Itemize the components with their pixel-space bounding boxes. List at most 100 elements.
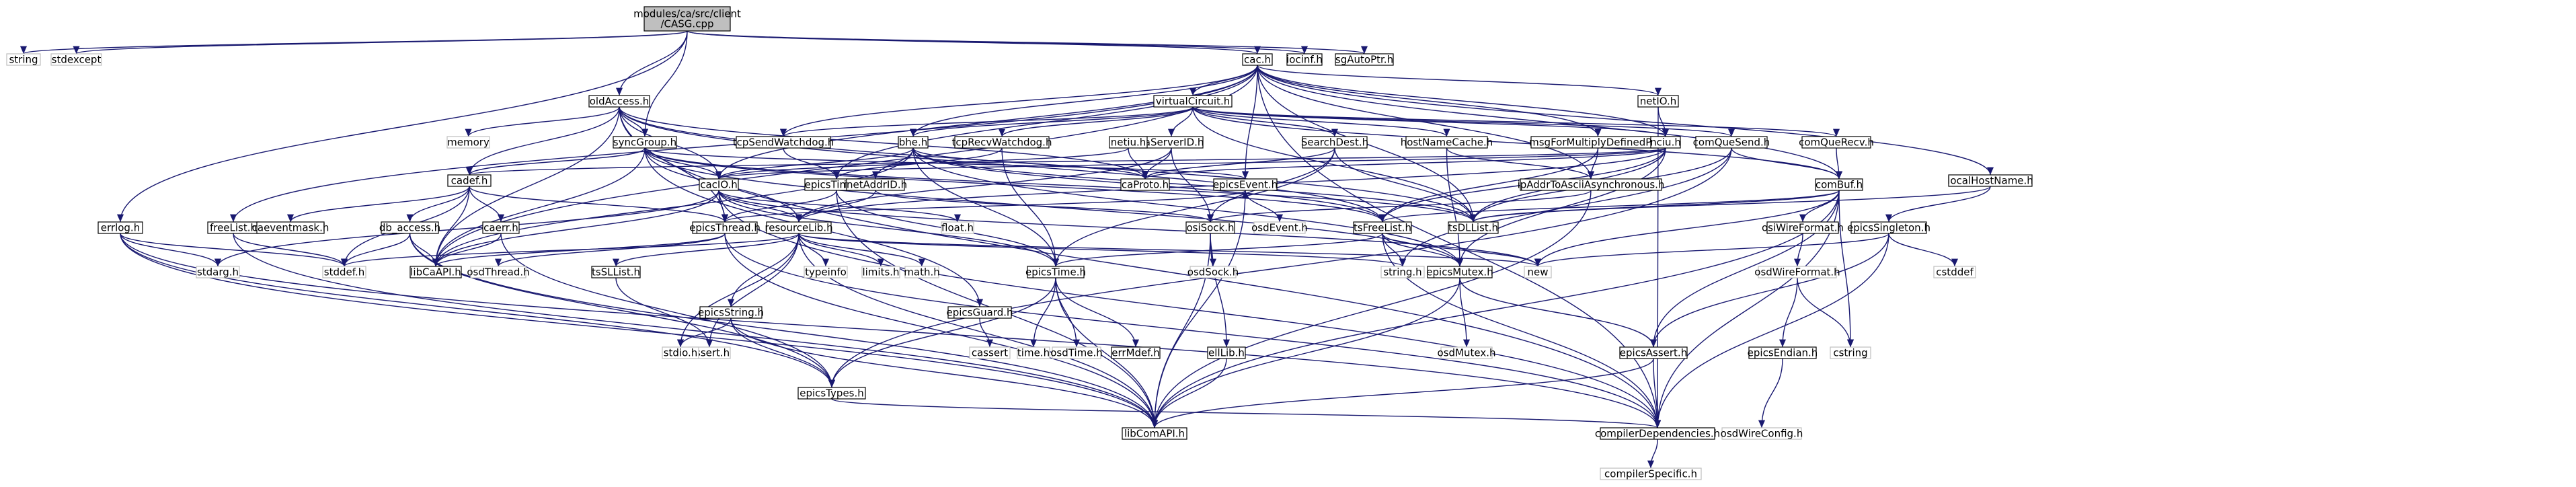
node-box [1242,53,1273,66]
node-libCaAPI[interactable]: libCaAPI.h [409,266,462,278]
node-epicsSingleton[interactable]: epicsSingleton.h [1847,221,1930,234]
node-box [1253,221,1306,234]
edge-oldAccess-to-memory [465,106,620,137]
node-tsDLList[interactable]: tsDLList.h [1448,221,1499,234]
node-cassert: cassert [969,346,1011,359]
node-ellLib[interactable]: ellLib.h [1207,346,1246,359]
node-label: epicsTypes.h [799,387,864,400]
node-freeList[interactable]: freeList.h [207,221,260,234]
edge-resourceLib-to-new [798,233,1541,267]
node-label: caProto.h [1122,179,1169,191]
node-cacIO[interactable]: cacIO.h [699,178,739,191]
node-label: cac.h [1244,54,1271,66]
edge-virtualCircuit-to-comQueRecv [1192,106,1840,137]
edge-cadef-to-db_access [406,186,470,223]
node-box [1440,346,1493,359]
node-cach[interactable]: cac.h [1242,53,1273,66]
edge-cadef-to-epicsThread [469,186,728,223]
node-caeventmask[interactable]: caeventmask.h [252,221,329,234]
node-string: string [6,53,41,66]
node-errMdef[interactable]: errMdef.h [1111,346,1161,359]
edge-tsFreeList-to-epicsMutex [1382,233,1463,267]
node-netIO[interactable]: netIO.h [1637,95,1679,108]
edge-epicsSingleton-to-epicsAssert [1650,233,1889,348]
edge-errlog-to-libComAPI [120,233,1158,428]
node-osiSock[interactable]: osiSock.h [1185,221,1235,234]
node-box [1427,266,1493,278]
node-iocinf[interactable]: iocinf.h [1286,53,1323,66]
node-caProto[interactable]: caProto.h [1120,178,1170,191]
node-errlog[interactable]: errlog.h [97,221,143,234]
edge-msgForMultiplyDefinedPV-to-tsFreeList [1379,147,1599,223]
node-box [1213,178,1278,191]
edge-netIO-to-nciu [1657,106,1670,137]
edge-caServerID-to-osiSock [1171,147,1214,223]
edge-comQueRecv-to-comBuf [1835,147,1843,180]
node-SearchDest[interactable]: SearchDest.h [1301,136,1368,149]
node-comBuf[interactable]: comBuf.h [1815,178,1863,191]
node-label: osiWireFormat.h [1762,222,1844,234]
edge-comBuf-to-epicsAssert [1649,190,1840,348]
node-float: float.h [941,221,974,234]
node-epicsThread[interactable]: epicsThread.h [689,221,760,234]
node-osiWireFormat[interactable]: osiWireFormat.h [1762,221,1844,234]
node-label: errMdef.h [1111,347,1159,359]
node-box [1524,266,1552,278]
node-ipAddrToAsciiAsynchronous[interactable]: ipAddrToAsciiAsynchronous.h [1518,178,1665,191]
edge-cach-to-nciu [1257,65,1669,137]
node-bhe[interactable]: bhe.h [898,136,929,149]
node-oldAccess[interactable]: oldAccess.h [588,95,650,108]
node-box [1027,266,1085,278]
node-label: resourceLib.h [765,222,832,234]
node-box [1933,266,1976,278]
node-epicsGuard[interactable]: epicsGuard.h [946,306,1013,319]
node-netiu[interactable]: netiu.h [1109,136,1148,149]
node-inetAddrID[interactable]: inetAddrID.h [844,178,907,191]
edge-errlog-to-stdarg [120,233,221,267]
node-caServerID[interactable]: caServerID.h [1139,136,1204,149]
node-box [482,221,520,234]
node-epicsEvent[interactable]: epicsEvent.h [1213,178,1278,191]
node-resourceLib[interactable]: resourceLib.h [765,221,833,234]
node-sgAutoPtr[interactable]: sgAutoPtr.h [1335,53,1394,66]
node-libComAPI[interactable]: libComAPI.h [1122,427,1187,440]
node-msgForMultiplyDefinedPV[interactable]: msgForMultiplyDefinedPV.h [1529,136,1667,149]
node-virtualCircuit[interactable]: virtualCircuit.h [1153,95,1233,108]
node-epicsAssert[interactable]: epicsAssert.h [1619,346,1688,359]
node-db_access[interactable]: db_access.h [379,221,440,235]
node-hostNameCache[interactable]: hostNameCache.h [1401,136,1493,149]
node-epicsEndian[interactable]: epicsEndian.h [1748,346,1818,359]
node-syncGroup[interactable]: syncGroup.h [613,136,677,149]
node-cadef[interactable]: cadef.h [447,174,492,187]
node-label: freeList.h [210,222,257,234]
node-tsSLList[interactable]: tsSLList.h [591,266,641,278]
node-math: math.h [904,266,940,278]
node-epicsMutex[interactable]: epicsMutex.h [1426,266,1493,278]
node-label: epicsString.h [698,307,764,319]
edge-cach-to-tcpSendWatchdog [780,65,1258,137]
node-box [1695,136,1768,149]
node-epicsTypes[interactable]: epicsTypes.h [797,387,866,400]
edge-comBuf-to-libComAPI [1151,190,1840,428]
node-localHostName[interactable]: localHostName.h [1947,174,2033,187]
edge-hostNameCache-to-epicsMutex [1446,147,1464,267]
node-tcpRecvWatchdog[interactable]: tcpRecvWatchdog.h [952,136,1052,149]
node-caerr[interactable]: caerr.h [482,221,520,234]
node-label: ellLib.h [1208,347,1245,359]
node-comQueSend[interactable]: comQueSend.h [1693,136,1770,149]
node-nciu[interactable]: nciu.h [1650,136,1681,149]
node-box [447,174,492,187]
edge-oldAccess-to-libCaAPI [432,106,620,267]
node-osdThread: osdThread.h [467,266,530,278]
node-tcpSendWatchdog[interactable]: tcpSendWatchdog.h [733,136,834,149]
node-box [898,136,929,149]
node-compilerDependencies[interactable]: compilerDependencies.h [1595,427,1720,440]
node-label: string [9,54,38,66]
node-cac[interactable]: modules/ca/src/client/CASG.cpp [633,6,741,32]
node-box [1758,266,1837,278]
node-box [736,136,831,149]
node-comQueRecv[interactable]: comQueRecv.h [1799,136,1874,149]
node-tsFreeList[interactable]: tsFreeList.h [1353,221,1412,234]
node-epicsTime[interactable]: epicsTime.h [1025,266,1086,278]
node-epicsString[interactable]: epicsString.h [698,306,764,319]
